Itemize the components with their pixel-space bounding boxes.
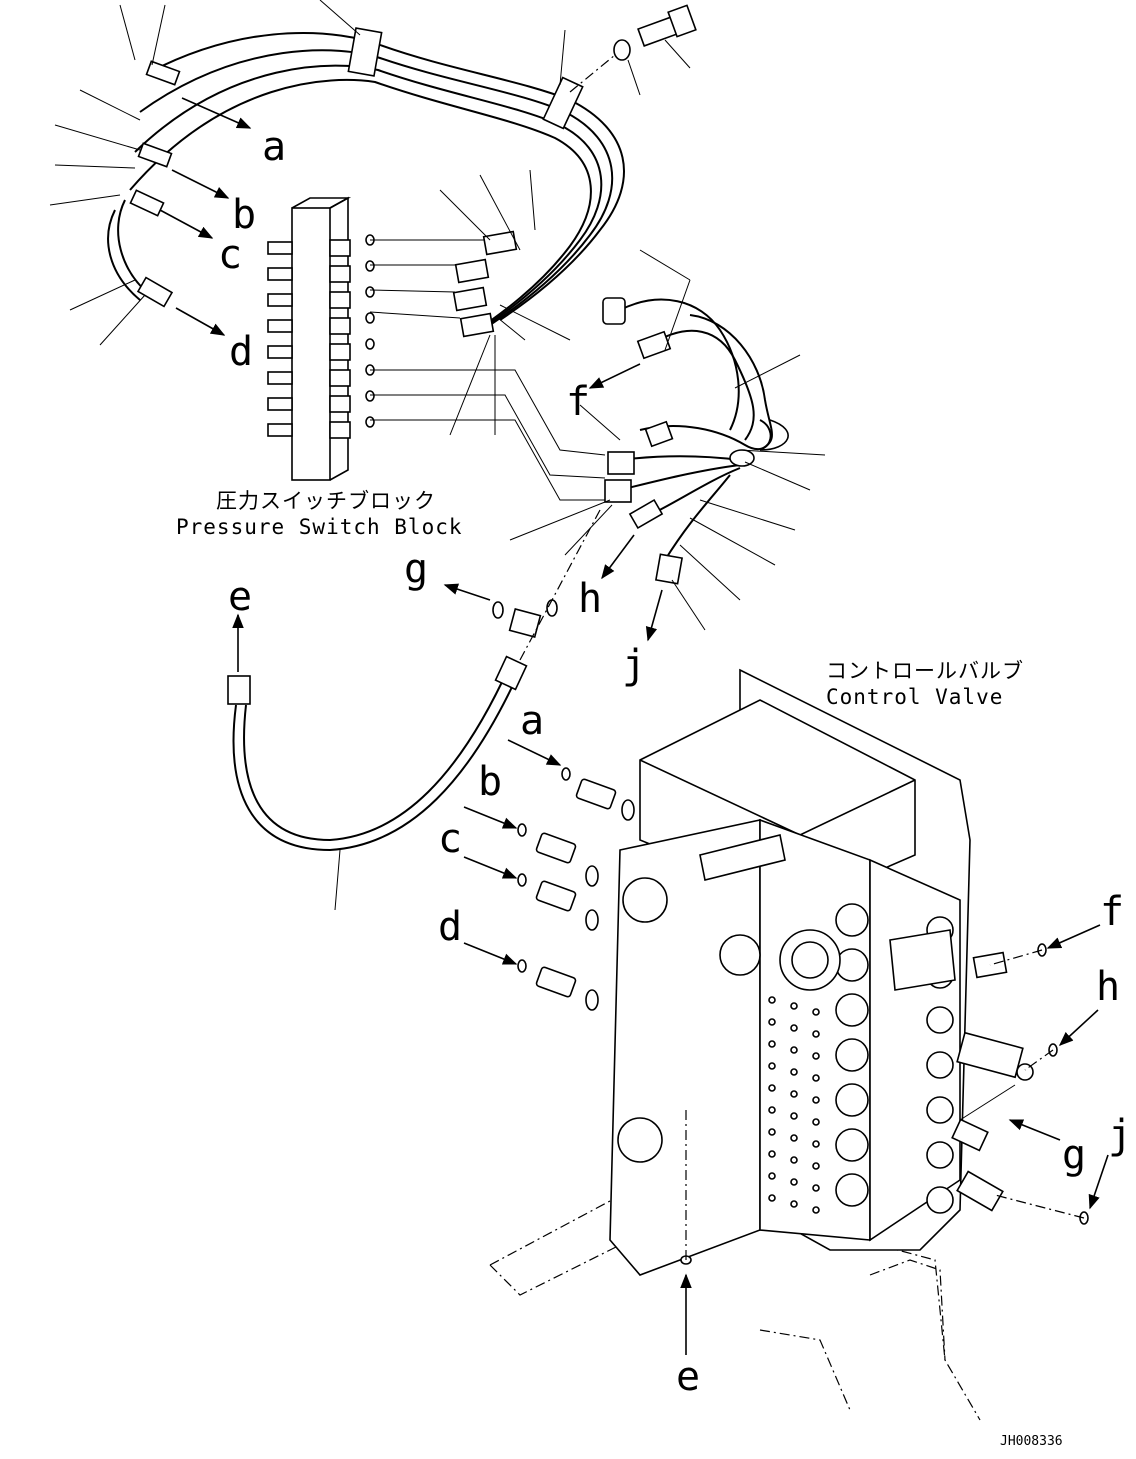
- switch-port-oring: [365, 416, 375, 428]
- callout-hose-h: h: [578, 576, 602, 622]
- valve-stud: [835, 948, 869, 982]
- switch-port-left: [267, 397, 293, 411]
- switch-port-right: [329, 317, 351, 335]
- valve-bolt-hole: [812, 1096, 820, 1104]
- switch-port-left: [267, 371, 293, 385]
- callout-valve-h: h: [1096, 964, 1120, 1010]
- control-valve-label-en: Control Valve: [826, 685, 1003, 709]
- mounting-bolt: [569, 4, 697, 96]
- valve-bolt-hole: [790, 1090, 798, 1098]
- valve-bolt-hole: [790, 1068, 798, 1076]
- pressure-switch-block: 圧力スイッチブロック Pressure Switch Block: [176, 196, 606, 539]
- callout-valve-e: e: [676, 1354, 700, 1400]
- valve-bolt-hole: [768, 1040, 776, 1048]
- callout-valve-f: f: [1100, 889, 1124, 935]
- switch-port-left: [267, 319, 293, 333]
- drawing-number: JH008336: [1000, 1434, 1063, 1449]
- switch-port-left: [267, 267, 293, 281]
- callout-letters: a b c d f g h j e a b c d f h g j e: [218, 124, 1132, 1400]
- valve-stud: [835, 1173, 869, 1207]
- valve-bolt-hole: [790, 1002, 798, 1010]
- valve-stud: [926, 1186, 954, 1214]
- switch-port-oring: [365, 338, 375, 350]
- callout-valve-g: g: [1062, 1132, 1086, 1178]
- valve-bolt-hole: [790, 1178, 798, 1186]
- switch-port-oring: [365, 390, 375, 402]
- valve-stud: [926, 1006, 954, 1034]
- pressure-switch-block-label-jp: 圧力スイッチブロック: [216, 489, 436, 513]
- callout-valve-a: a: [520, 698, 544, 744]
- right-hose-bundle: [509, 249, 826, 631]
- upper-hose-harness: [49, 0, 625, 436]
- switch-port-right: [329, 265, 351, 283]
- valve-bolt-hole: [790, 1134, 798, 1142]
- callout-arrows: [159, 97, 1109, 1355]
- switch-port-right: [329, 369, 351, 387]
- valve-bolt-hole: [790, 1112, 798, 1120]
- switch-port-oring: [365, 312, 375, 324]
- valve-stud: [835, 993, 869, 1027]
- switch-port-oring: [365, 260, 375, 272]
- callout-valve-c: c: [438, 816, 462, 862]
- callout-valve-j: j: [1108, 1112, 1132, 1158]
- valve-bolt-hole: [812, 1074, 820, 1082]
- valve-stud: [835, 1128, 869, 1162]
- valve-bolt-hole: [768, 996, 776, 1004]
- valve-bolt-hole: [812, 1008, 820, 1016]
- valve-bolt-hole: [812, 1118, 820, 1126]
- valve-bolt-hole: [768, 1084, 776, 1092]
- valve-stud: [926, 1096, 954, 1124]
- valve-bolt-hole: [768, 1172, 776, 1180]
- callout-hose-b: b: [232, 192, 256, 238]
- valve-stud: [835, 1083, 869, 1117]
- control-valve: コントロールバルブ Control Valve: [489, 659, 1089, 1421]
- callout-valve-b: b: [478, 759, 502, 805]
- callout-hose-c: c: [218, 232, 242, 278]
- valve-bolt-hole: [812, 1140, 820, 1148]
- switch-port-right: [329, 239, 351, 257]
- valve-bolt-hole: [812, 1206, 820, 1214]
- callout-hose-a: a: [262, 124, 286, 170]
- switch-port-left: [267, 241, 293, 255]
- valve-bolt-hole: [812, 1184, 820, 1192]
- switch-port-oring: [365, 286, 375, 298]
- valve-bolt-hole: [768, 1106, 776, 1114]
- callout-hose-f: f: [566, 379, 590, 425]
- switch-port-right: [329, 395, 351, 413]
- valve-stud: [926, 1051, 954, 1079]
- callout-hose-g: g: [404, 546, 428, 592]
- switch-port-right: [329, 343, 351, 361]
- switch-port-right: [329, 291, 351, 309]
- valve-stud: [926, 1141, 954, 1169]
- callout-valve-d: d: [438, 904, 462, 950]
- callout-hose-e: e: [228, 574, 252, 620]
- valve-bolt-hole: [790, 1200, 798, 1208]
- hose-e: [227, 509, 601, 911]
- control-valve-label-jp: コントロールバルブ: [826, 659, 1024, 683]
- valve-bolt-hole: [768, 1018, 776, 1026]
- switch-port-left: [267, 345, 293, 359]
- valve-bolt-hole: [790, 1156, 798, 1164]
- valve-bolt-hole: [812, 1030, 820, 1038]
- valve-bolt-hole: [768, 1128, 776, 1136]
- switch-port-right: [329, 421, 351, 439]
- valve-bolt-hole: [812, 1162, 820, 1170]
- pressure-switch-block-label-en: Pressure Switch Block: [176, 515, 463, 539]
- valve-bolt-hole: [768, 1150, 776, 1158]
- valve-bolt-hole: [768, 1062, 776, 1070]
- valve-bolt-hole: [790, 1046, 798, 1054]
- valve-bolt-hole: [790, 1024, 798, 1032]
- valve-stud: [835, 1038, 869, 1072]
- valve-bolt-hole: [768, 1194, 776, 1202]
- switch-port-left: [267, 293, 293, 307]
- valve-bolt-hole: [812, 1052, 820, 1060]
- valve-stud: [835, 903, 869, 937]
- callout-hose-d: d: [229, 329, 253, 375]
- switch-port-left: [267, 423, 293, 437]
- callout-hose-j: j: [622, 642, 646, 688]
